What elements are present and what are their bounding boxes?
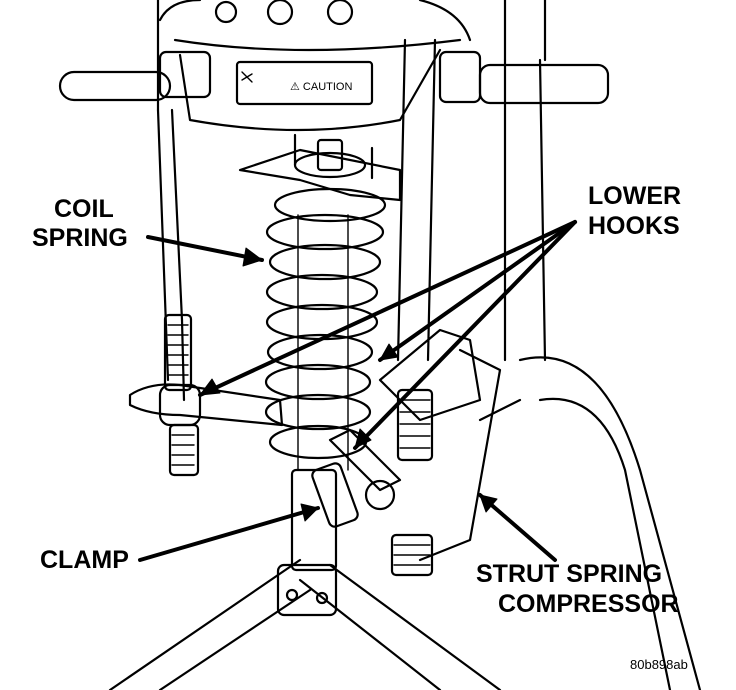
compressor-label-line1: STRUT SPRING <box>476 560 663 588</box>
right-post <box>390 0 547 577</box>
leader-arrows <box>138 220 577 562</box>
lower-hooks-label-line1: LOWER <box>588 182 682 210</box>
compressor-label-line2: COMPRESSOR <box>498 590 679 618</box>
coil-spring-label-line2: SPRING <box>32 224 128 252</box>
lower-hook-arrow-left <box>198 220 577 397</box>
caution-decal-text: ⚠ CAUTION <box>290 81 352 93</box>
clamp-arrow <box>138 506 320 562</box>
compressor-arrow <box>478 493 557 562</box>
caution-decal <box>235 60 374 106</box>
coil-spring-arrow <box>146 235 264 262</box>
stand-base <box>108 356 702 690</box>
lower-hook-arms <box>128 328 502 562</box>
coil-spring-label-line1: COIL <box>54 195 114 223</box>
clamp-label: CLAMP <box>40 546 129 574</box>
top-yoke <box>158 0 472 132</box>
strut-body <box>276 462 359 617</box>
top-handles <box>58 50 610 105</box>
lower-hooks-label-line2: HOOKS <box>588 212 680 240</box>
lower-hook-arrow-right <box>353 220 577 450</box>
coil-spring <box>264 187 387 471</box>
upper-spring-seat <box>238 133 402 202</box>
left-post <box>156 0 200 477</box>
figure-id: 80b898ab <box>630 657 688 672</box>
lower-hook-arrow-middle <box>378 220 577 362</box>
